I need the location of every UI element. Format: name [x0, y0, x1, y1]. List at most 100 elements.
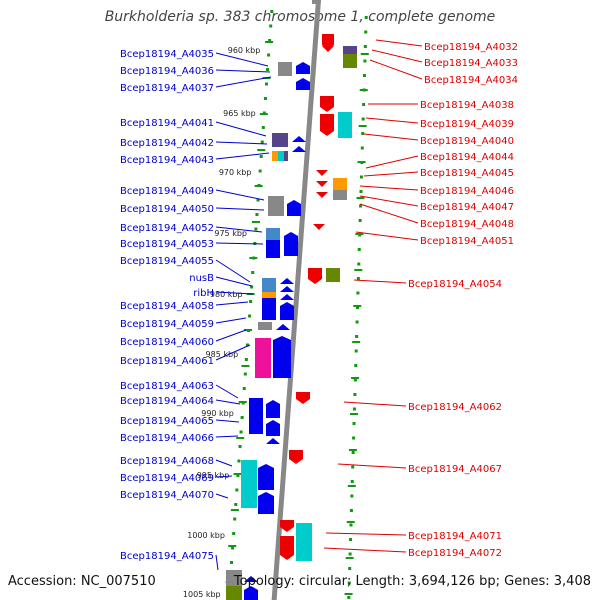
gene-arrow-up: [280, 302, 294, 320]
left-tick-dot: [251, 271, 255, 274]
gene-block: [266, 228, 280, 240]
label-leader-line: [215, 291, 254, 295]
gene-block: [278, 62, 292, 76]
label-leader-line: [215, 52, 269, 67]
left-tick-dot: [234, 503, 238, 506]
left-tick-dot: [266, 68, 270, 71]
left-tick-dot: [249, 300, 253, 303]
kbp-scale-label: 1005 kbp: [183, 590, 221, 599]
label-leader-line: [215, 207, 265, 211]
label-leader-line: [363, 171, 419, 177]
left-tick-dot: [255, 213, 259, 216]
gene-arrow-up: [280, 286, 294, 292]
label-leader-line: [369, 59, 423, 80]
left-tick-dot: [259, 155, 263, 158]
gene-arrow-up: [258, 492, 274, 514]
gene-label-left: Bcep18194_A4061: [120, 356, 214, 367]
gene-label-right: Bcep18194_A4032: [424, 42, 518, 53]
right-tick-dot: [356, 277, 360, 280]
gene-block: [226, 586, 242, 600]
right-tick-dot: [353, 393, 357, 396]
gene-label-right: Bcep18194_A4045: [420, 168, 514, 179]
gene-block: [272, 133, 288, 147]
gene-label-left: Bcep18194_A4049: [120, 186, 214, 197]
gene-arrow-up: [292, 136, 306, 142]
gene-arrow-up: [273, 336, 291, 378]
right-tick-dot: [347, 596, 351, 599]
label-leader-line: [323, 547, 407, 553]
right-tick-dot: [347, 581, 351, 585]
right-tick-dot: [364, 16, 368, 19]
gene-arrow-down: [322, 46, 334, 52]
gene-label-left: Bcep18194_A4075: [120, 551, 214, 562]
right-tick-dot: [361, 117, 365, 121]
left-tick-dot: [260, 140, 264, 144]
gene-arrow-up: [296, 78, 310, 90]
left-tick-dot: [239, 430, 243, 434]
gene-label-right: Bcep18194_A4046: [420, 186, 514, 197]
kbp-scale-label: 960 kbp: [228, 46, 261, 55]
left-tick-dot: [244, 358, 248, 361]
right-tick-dot: [356, 306, 359, 309]
right-tick-dot: [362, 103, 366, 106]
gene-label-right: Bcep18194_A4044: [420, 152, 514, 163]
right-tick-dot: [358, 219, 362, 222]
gene-block: [272, 151, 278, 161]
left-tick-dot: [242, 387, 246, 390]
label-leader-line: [375, 39, 423, 47]
right-tick-dot: [352, 422, 356, 425]
gene-block: [266, 240, 280, 258]
gene-arrow-down: [280, 536, 294, 560]
gene-label-right: Bcep18194_A4039: [420, 119, 514, 130]
gene-block: [278, 151, 284, 161]
gene-arrow-down: [296, 392, 310, 404]
left-tick-dot: [267, 53, 271, 57]
right-tick-dot: [350, 494, 354, 498]
left-tick-dot: [231, 546, 235, 550]
gene-block: [262, 292, 276, 298]
gene-label-right: Bcep18194_A4033: [424, 58, 518, 69]
gene-label-left: Bcep18194_A4070: [120, 490, 214, 501]
label-leader-line: [215, 384, 239, 399]
right-tick-dot: [354, 364, 358, 367]
right-tick-dot: [364, 30, 368, 34]
gene-block: [268, 196, 284, 206]
label-leader-line: [365, 155, 419, 169]
gene-label-left: Bcep18194_A4041: [120, 118, 214, 129]
label-leader-line: [215, 554, 219, 571]
label-leader-line: [215, 276, 253, 287]
left-tick-dot: [237, 459, 241, 463]
gene-label-right: Bcep18194_A4051: [420, 236, 514, 247]
kbp-scale-label: 980 kbp: [210, 290, 243, 299]
left-tick-dot: [268, 39, 272, 42]
gene-arrow-up: [276, 324, 290, 330]
right-tick-dot: [359, 190, 363, 193]
gene-label-left: Bcep18194_A4055: [120, 256, 214, 267]
gene-arrow-down: [316, 170, 328, 176]
gene-label-right: Bcep18194_A4040: [420, 136, 514, 147]
label-leader-line: [215, 459, 233, 467]
gene-label-right: Bcep18194_A4047: [420, 202, 514, 213]
gene-block: [284, 151, 288, 161]
gene-label-right: Bcep18194_A4048: [420, 219, 514, 230]
gene-label-left: Bcep18194_A4042: [120, 138, 214, 149]
right-tick-dot: [357, 262, 361, 266]
left-tick-dot: [243, 372, 247, 376]
gene-block: [268, 206, 284, 216]
gene-block: [241, 492, 257, 508]
gene-arrow-down: [316, 181, 328, 187]
gene-label-left: Bcep18194_A4069: [120, 473, 214, 484]
label-leader-line: [363, 133, 419, 141]
label-leader-line: [353, 279, 407, 284]
gene-label-left: Bcep18194_A4037: [120, 83, 214, 94]
label-leader-line: [215, 419, 240, 423]
right-tick-dot: [356, 291, 360, 295]
right-tick-dot: [355, 320, 359, 324]
left-tick-dot: [263, 97, 267, 100]
label-leader-line: [215, 121, 267, 137]
gene-block: [338, 112, 352, 138]
gene-block: [296, 523, 312, 541]
gene-label-left: Bcep18194_A4050: [120, 204, 214, 215]
